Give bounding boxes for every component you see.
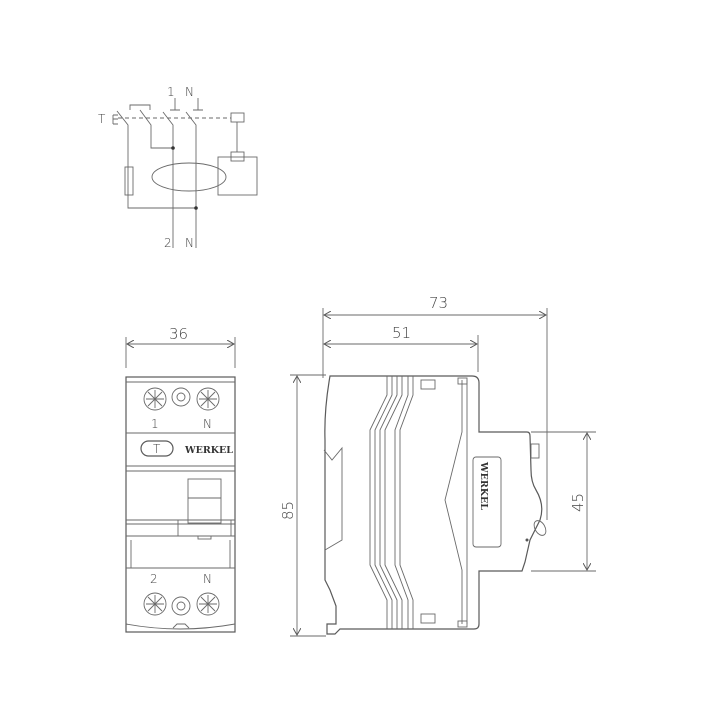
terminal-label-n-bottom: N [203,572,212,586]
dimension-front-height: 45 [569,493,587,512]
circuit-schematic: T 1 N 2 N [98,85,258,250]
dimension-body-depth: 51 [392,324,411,342]
dimension-width: 36 [169,325,188,343]
terminal-label-n-top: N [203,417,212,431]
brand-logo-front: WERKEL [184,445,233,456]
test-button-label: T [153,442,161,456]
brand-logo-side: WERKEL [478,461,489,510]
test-button[interactable] [140,440,174,457]
screw-terminal-icon [196,592,220,616]
toggle-lever-side[interactable] [532,519,549,538]
label-out-phase: 2 [164,236,172,250]
screw-terminal-icon [143,387,167,411]
indicator-icon [171,387,191,407]
toggle-lever[interactable] [187,478,222,524]
screw-terminal-icon [196,387,220,411]
screw-terminal-icon [143,592,167,616]
label-in-phase: 1 [167,85,175,99]
dimension-total-depth: 73 [429,294,448,312]
dimension-height: 85 [279,501,297,520]
indicator-icon [171,596,191,616]
terminal-label-2: 2 [150,572,158,586]
side-view: 73 51 85 45 WERKEL [279,294,596,637]
bottom-terminals: 2 N [143,572,220,616]
top-terminals: 1 N [143,387,220,431]
label-out-neutral: N [185,236,194,250]
label-in-neutral: N [185,85,194,99]
terminal-label-1: 1 [151,417,159,431]
label-test: T [98,112,106,126]
front-view: 36 1 N T WERKEL [125,325,236,633]
